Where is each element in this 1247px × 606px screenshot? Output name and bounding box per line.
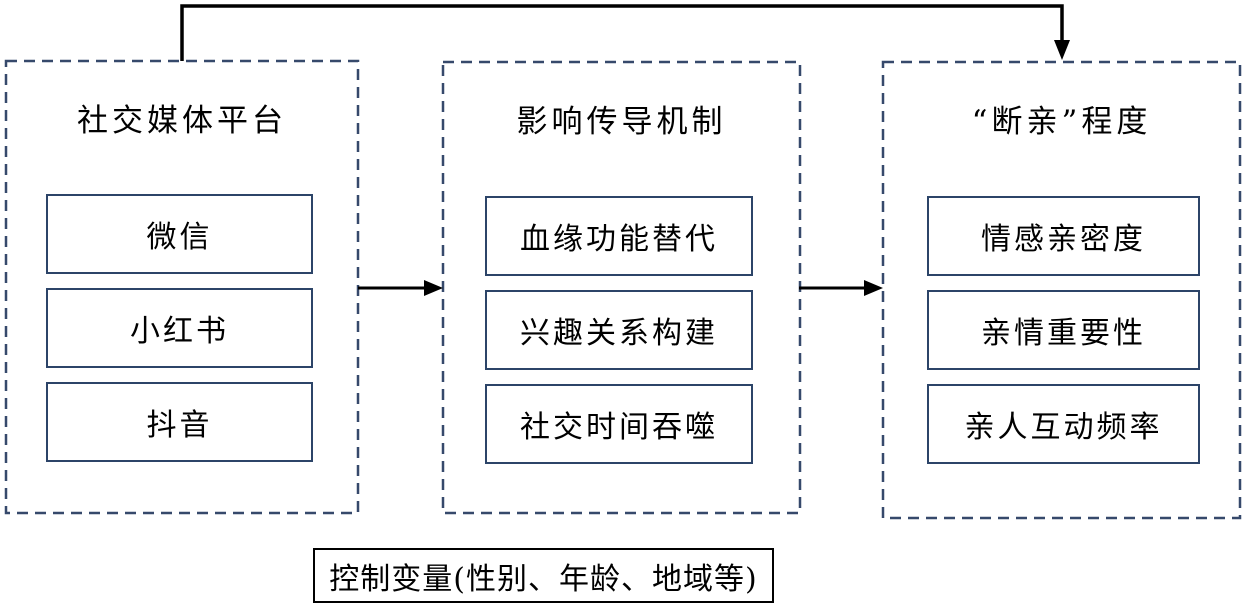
panel-title-duanqin-degree: “断亲”程度 <box>971 104 1152 140</box>
item-list-influence-mechanism: 血缘功能替代 兴趣关系构建 社交时间吞噬 <box>485 196 753 464</box>
item-xiaohongshu: 小红书 <box>46 288 313 368</box>
item-douyin: 抖音 <box>46 382 313 462</box>
item-list-social-media: 微信 小红书 抖音 <box>46 194 313 462</box>
panel-title-influence-mechanism: 影响传导机制 <box>516 104 727 140</box>
item-wechat: 微信 <box>46 194 313 274</box>
panel-influence-mechanism: 影响传导机制 血缘功能替代 兴趣关系构建 社交时间吞噬 <box>443 62 800 513</box>
panel-social-media-platform: 社交媒体平台 微信 小红书 抖音 <box>6 61 358 513</box>
item-list-duanqin-degree: 情感亲密度 亲情重要性 亲人互动频率 <box>927 196 1200 464</box>
feedback-arrow-top-head <box>1054 40 1070 60</box>
item-kinship-importance: 亲情重要性 <box>927 290 1200 370</box>
arrow-left-to-middle-head <box>424 280 443 296</box>
item-social-time-consumption: 社交时间吞噬 <box>485 384 753 464</box>
item-kinship-function-substitution: 血缘功能替代 <box>485 196 753 276</box>
control-variables-box: 控制变量(性别、年龄、地域等) <box>313 548 774 603</box>
arrow-middle-to-right-head <box>864 280 883 296</box>
panel-duanqin-degree: “断亲”程度 情感亲密度 亲情重要性 亲人互动频率 <box>883 62 1240 518</box>
item-emotional-intimacy: 情感亲密度 <box>927 196 1200 276</box>
item-interest-relationship-building: 兴趣关系构建 <box>485 290 753 370</box>
item-relative-interaction-frequency: 亲人互动频率 <box>927 384 1200 464</box>
feedback-arrow-top-line <box>180 4 1064 61</box>
panel-title-social-media-platform: 社交媒体平台 <box>77 103 287 139</box>
